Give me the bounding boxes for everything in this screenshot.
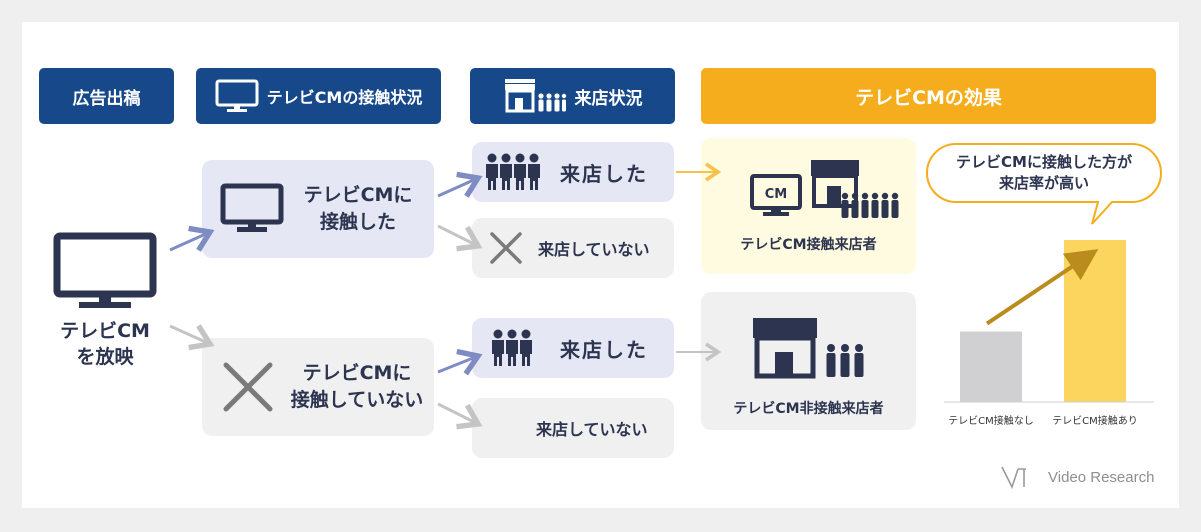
brand-name: Video Research	[1048, 468, 1155, 486]
header-effect-label: テレビCMの効果	[855, 86, 1002, 109]
cross-icon	[220, 359, 276, 415]
people-icon	[484, 152, 544, 192]
header-ad: 広告出稿	[39, 68, 174, 124]
non-exposed-visitors-box: テレビCM非接触来店者	[701, 292, 916, 430]
broadcast-label: テレビCM を放映	[40, 318, 170, 370]
store-people-icon	[503, 76, 567, 116]
effect-chart: テレビCM接触なし テレビCM接触あり	[944, 240, 1154, 427]
tv-icon	[215, 79, 259, 113]
callout-line2: 来店率が高い	[998, 174, 1089, 192]
not-exposed-box: テレビCMに 接触していない	[202, 338, 434, 436]
not-visited-not-exposed-label: 来店していない	[536, 420, 648, 439]
bar-0	[960, 331, 1022, 402]
broadcast-line2: を放映	[76, 346, 134, 368]
exposed-line1: テレビCMに	[303, 184, 413, 206]
category-label-0: テレビCM接触なし	[948, 414, 1034, 427]
visited-exposed-box: 来店した	[472, 142, 674, 202]
not-exposed-label: テレビCMに 接触していない	[282, 360, 432, 414]
exposed-label: テレビCMに 接触した	[298, 182, 418, 236]
not-exposed-line1: テレビCMに	[302, 362, 412, 384]
brand-logo: Video Research	[1000, 464, 1154, 490]
cross-small-icon	[488, 230, 524, 266]
callout-bubble	[926, 142, 1166, 232]
header-exposure-label: テレビCMの接触状況	[266, 88, 423, 107]
callout-text: テレビCMに接触した方が 来店率が高い	[930, 152, 1158, 194]
not-visited-exposed-label: 来店していない	[538, 240, 650, 259]
broadcast-tv-icon	[53, 232, 157, 312]
visited-not-exposed-box: 来店した	[472, 318, 674, 378]
exposed-visitors-label: テレビCM接触来店者	[740, 237, 877, 253]
not-visited-exposed-box: 来店していない	[472, 218, 674, 278]
non-exposed-visitors-label: テレビCM非接触来店者	[733, 401, 884, 417]
vr-logo-icon	[1001, 466, 1026, 490]
not-visited-not-exposed-box: 来店していない	[472, 398, 674, 458]
exposed-box: テレビCMに 接触した	[202, 160, 434, 258]
category-label-1: テレビCM接触あり	[1052, 414, 1138, 427]
trend-arrow	[985, 249, 1099, 326]
header-effect: テレビCMの効果	[701, 68, 1156, 124]
exposed-tv-icon	[220, 183, 284, 235]
tv-cm-text: CM	[764, 187, 786, 202]
exposed-line2: 接触した	[319, 211, 396, 233]
broadcast-line1: テレビCM	[60, 320, 150, 342]
exposed-visitors-box: CM テレビCM接触来店者	[701, 138, 916, 274]
visited-exposed-label: 来店した	[560, 161, 648, 186]
not-exposed-line2: 接触していない	[290, 389, 424, 411]
header-visit-label: 来店状況	[574, 88, 643, 109]
visited-not-exposed-label: 来店した	[560, 337, 648, 362]
callout-line1: テレビCMに接触した方が	[956, 153, 1132, 171]
store-people-icon	[739, 316, 879, 386]
people-icon	[490, 328, 536, 368]
header-ad-label: 広告出稿	[72, 88, 141, 109]
header-visit: 来店状況	[470, 68, 675, 124]
tv-store-people-icon: CM	[719, 156, 899, 224]
header-exposure: テレビCMの接触状況	[196, 68, 441, 124]
